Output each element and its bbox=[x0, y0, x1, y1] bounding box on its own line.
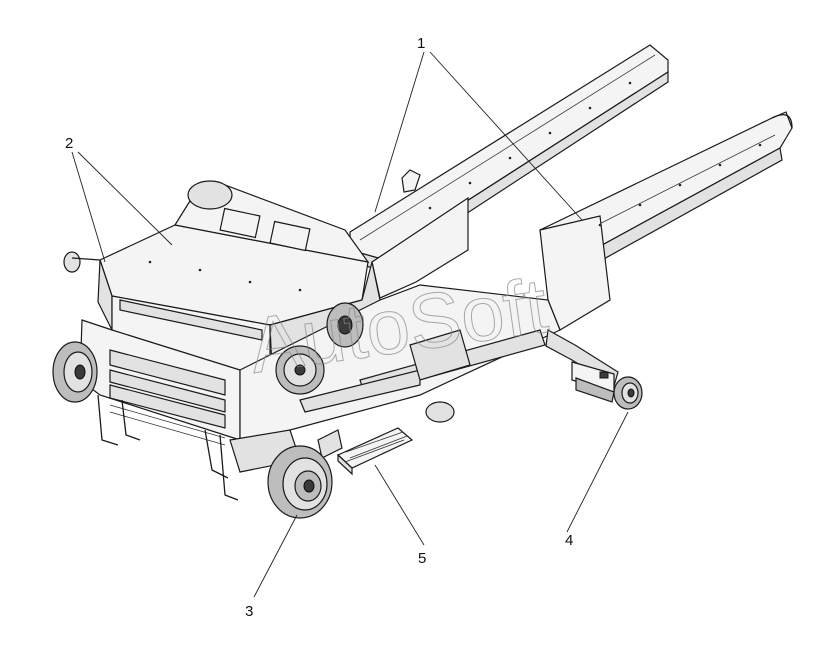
drive-pulley bbox=[275, 302, 455, 423]
callout-3: 3 bbox=[245, 603, 253, 620]
frame-rivets bbox=[148, 81, 762, 292]
leader-4 bbox=[566, 411, 629, 533]
callout-1: 1 bbox=[417, 35, 425, 52]
main-drive-wheel-hub bbox=[229, 429, 333, 519]
leader-3 bbox=[253, 514, 298, 598]
left-wheel-hub bbox=[52, 341, 98, 403]
side-wall-plate bbox=[371, 196, 611, 331]
callout-2: 2 bbox=[65, 135, 73, 152]
under-chassis-supports bbox=[97, 394, 239, 501]
callout-5: 5 bbox=[418, 550, 426, 567]
step-platform bbox=[317, 427, 414, 476]
leader-1a bbox=[374, 51, 425, 213]
leader-2b bbox=[77, 151, 173, 246]
leader-5 bbox=[374, 464, 425, 546]
callout-4: 4 bbox=[565, 532, 573, 549]
rear-steering-axle bbox=[545, 329, 643, 410]
leader-2a bbox=[71, 151, 106, 263]
leader-lines bbox=[71, 51, 629, 598]
leader-1b bbox=[429, 51, 583, 221]
